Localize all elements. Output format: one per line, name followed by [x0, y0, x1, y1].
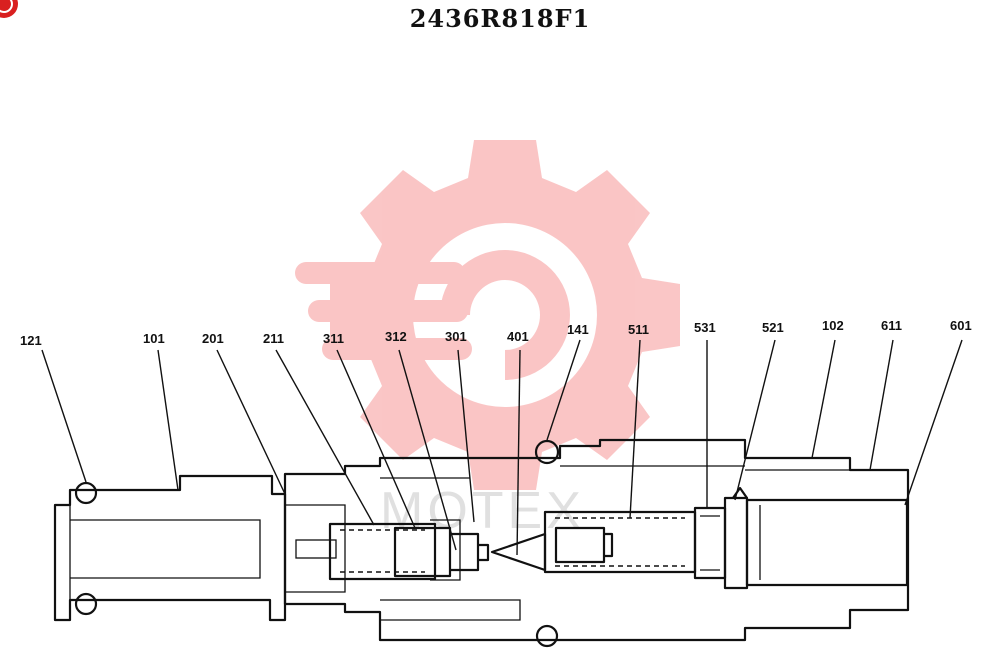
part-label-601: 601: [950, 318, 972, 333]
corner-badge-icon: [0, 0, 18, 18]
part-label-312: 312: [385, 329, 407, 344]
part-label-311: 311: [323, 331, 344, 346]
part-label-211: 211: [263, 331, 284, 346]
part-label-301: 301: [445, 329, 467, 344]
drawing-title: 2436R818F1: [409, 4, 591, 33]
part-label-141: 141: [567, 322, 589, 337]
part-label-531: 531: [694, 320, 716, 335]
leader-lines: [41, 339, 963, 556]
o-ring-121-lower: [74, 592, 98, 616]
part-label-521: 521: [762, 320, 784, 335]
part-label-102: 102: [822, 318, 844, 333]
part-label-401: 401: [507, 329, 529, 344]
valve-body: [53, 438, 910, 648]
gear-logo-watermark-icon: [295, 140, 680, 490]
o-ring-141: [534, 439, 560, 465]
part-label-121: 121: [20, 333, 42, 348]
part-label-101: 101: [143, 331, 165, 346]
part-label-511: 511: [628, 322, 649, 337]
part-label-611: 611: [881, 318, 902, 333]
o-ring-141-lower: [535, 624, 559, 648]
part-labels: 121 101 201 211 311 312 301 401 141 511 …: [20, 318, 972, 348]
o-ring-121: [74, 481, 98, 505]
part-label-201: 201: [202, 331, 224, 346]
